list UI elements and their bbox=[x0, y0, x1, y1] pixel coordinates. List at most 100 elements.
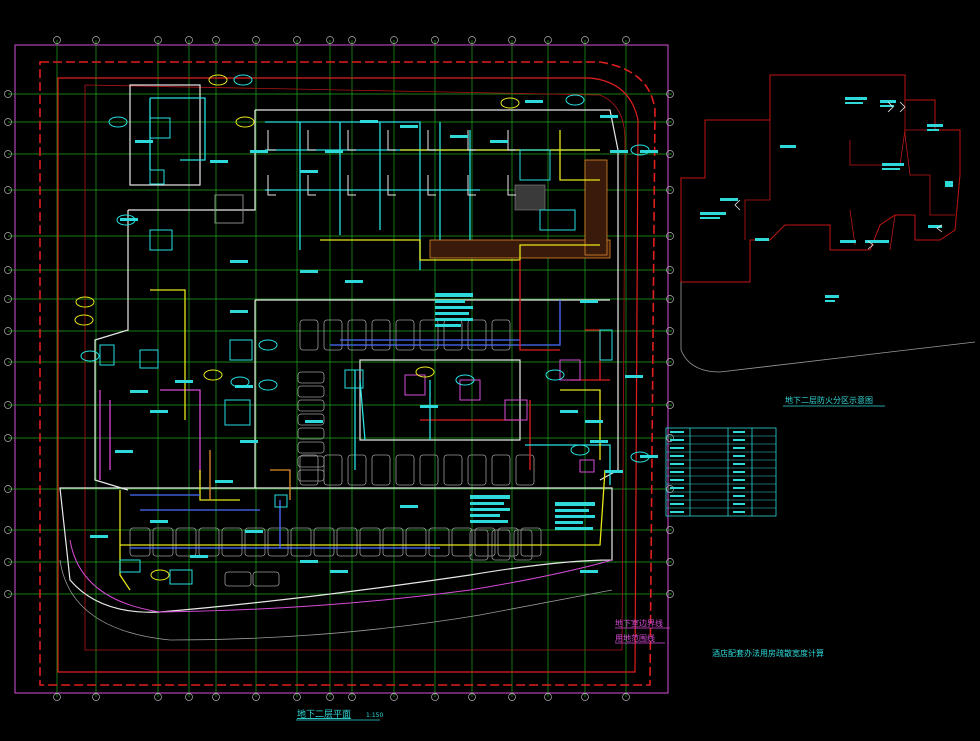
tag-label bbox=[580, 300, 598, 303]
parking-stall bbox=[297, 469, 325, 482]
tag-label bbox=[245, 530, 263, 533]
parking-stall bbox=[336, 527, 358, 557]
grid-bubble bbox=[4, 558, 12, 566]
equipment-box bbox=[559, 359, 581, 381]
parking-stall bbox=[297, 427, 325, 440]
callout-ellipse bbox=[203, 369, 223, 381]
axis-grid bbox=[4, 36, 674, 701]
tag-label bbox=[300, 560, 318, 563]
callout-ellipse bbox=[258, 379, 278, 391]
grid-bubble bbox=[326, 36, 334, 44]
equipment-box bbox=[404, 374, 426, 396]
tag-label bbox=[305, 420, 323, 423]
grid-bubble bbox=[293, 693, 301, 701]
callout-ellipse bbox=[565, 94, 585, 106]
grid-bubble bbox=[666, 232, 674, 240]
parking-stall bbox=[443, 454, 463, 486]
equipment-box bbox=[519, 149, 551, 181]
table-cell-mark bbox=[670, 455, 684, 457]
pipe-run bbox=[130, 494, 260, 511]
tag-label bbox=[610, 150, 628, 153]
pipe-run bbox=[130, 500, 440, 549]
tag-label bbox=[210, 160, 228, 163]
branch bbox=[347, 175, 356, 196]
callout-ellipse bbox=[150, 569, 170, 581]
equipment-box bbox=[229, 339, 253, 361]
grid-bubble bbox=[4, 150, 12, 158]
parking-stall bbox=[347, 319, 367, 351]
pipe-run bbox=[400, 130, 600, 181]
grid-bubble bbox=[185, 693, 193, 701]
callout-ellipse bbox=[75, 296, 95, 308]
branch bbox=[387, 175, 396, 196]
pipe-run bbox=[420, 260, 560, 470]
tag-label bbox=[175, 380, 193, 383]
parking-stall bbox=[297, 385, 325, 398]
parking-stall bbox=[244, 527, 266, 557]
callout-ellipse bbox=[116, 214, 136, 226]
branch bbox=[267, 175, 276, 196]
grid-bubble bbox=[154, 36, 162, 44]
pipe-run bbox=[560, 389, 601, 460]
grid-bubble bbox=[666, 90, 674, 98]
parking-stall bbox=[497, 527, 519, 557]
callout-ellipses bbox=[74, 74, 650, 581]
callout-ellipse bbox=[415, 366, 435, 378]
grid-bubble bbox=[4, 434, 12, 442]
table-cell-mark bbox=[733, 511, 745, 513]
table-cell-mark bbox=[670, 439, 684, 441]
parking-stall bbox=[467, 319, 487, 351]
branch bbox=[507, 130, 516, 151]
branch bbox=[347, 130, 356, 151]
parking-stall bbox=[297, 413, 325, 426]
equipment-box bbox=[459, 379, 481, 401]
grid-bubble bbox=[212, 36, 220, 44]
room-info-blocks bbox=[435, 293, 595, 530]
branch bbox=[467, 175, 476, 196]
callout-ellipse bbox=[233, 74, 253, 86]
tag-label bbox=[400, 505, 418, 508]
grid-bubble bbox=[622, 693, 630, 701]
branch bbox=[427, 130, 436, 151]
table-cell-mark bbox=[733, 439, 745, 441]
equipment-symbols bbox=[99, 117, 613, 585]
legend-label-basement: 地下室边界线 bbox=[615, 618, 663, 628]
callout-ellipse bbox=[455, 374, 475, 386]
parking-stall bbox=[175, 527, 197, 557]
tag-label bbox=[590, 440, 608, 443]
parking-stall bbox=[221, 527, 243, 557]
parking-stall bbox=[491, 454, 511, 486]
branch bbox=[267, 130, 276, 151]
branch bbox=[307, 175, 316, 196]
tag-label bbox=[625, 375, 643, 378]
grid-bubble bbox=[4, 327, 12, 335]
parking-stall bbox=[198, 527, 220, 557]
parking-stall bbox=[359, 527, 381, 557]
tag-label bbox=[150, 520, 168, 523]
callout-ellipse bbox=[230, 376, 250, 388]
branch bbox=[387, 130, 396, 151]
callout-ellipse bbox=[208, 74, 228, 86]
equipment-box bbox=[539, 209, 576, 231]
tag-label bbox=[300, 170, 318, 173]
parking-stall bbox=[395, 454, 415, 486]
fire-zone-diagram bbox=[680, 74, 976, 373]
tag-label bbox=[135, 140, 153, 143]
parking-stall bbox=[419, 319, 439, 351]
table-cell-mark bbox=[670, 503, 684, 505]
main-plan-title: 地下二层平面 bbox=[297, 708, 351, 720]
parking-stall bbox=[224, 571, 252, 587]
pipe-run bbox=[320, 239, 600, 261]
grid-bubble bbox=[293, 36, 301, 44]
table-cell-mark bbox=[733, 503, 745, 505]
tag-label bbox=[600, 115, 618, 118]
parking-stall bbox=[474, 527, 496, 557]
parking-stall bbox=[267, 527, 289, 557]
tag-label bbox=[230, 260, 248, 263]
calc-title: 酒店配套办法用房疏散宽度计算 bbox=[712, 648, 824, 658]
equipment-box bbox=[214, 194, 244, 224]
equipment-box bbox=[224, 399, 251, 426]
pipe-run bbox=[570, 329, 610, 381]
grid-bubble bbox=[666, 590, 674, 598]
